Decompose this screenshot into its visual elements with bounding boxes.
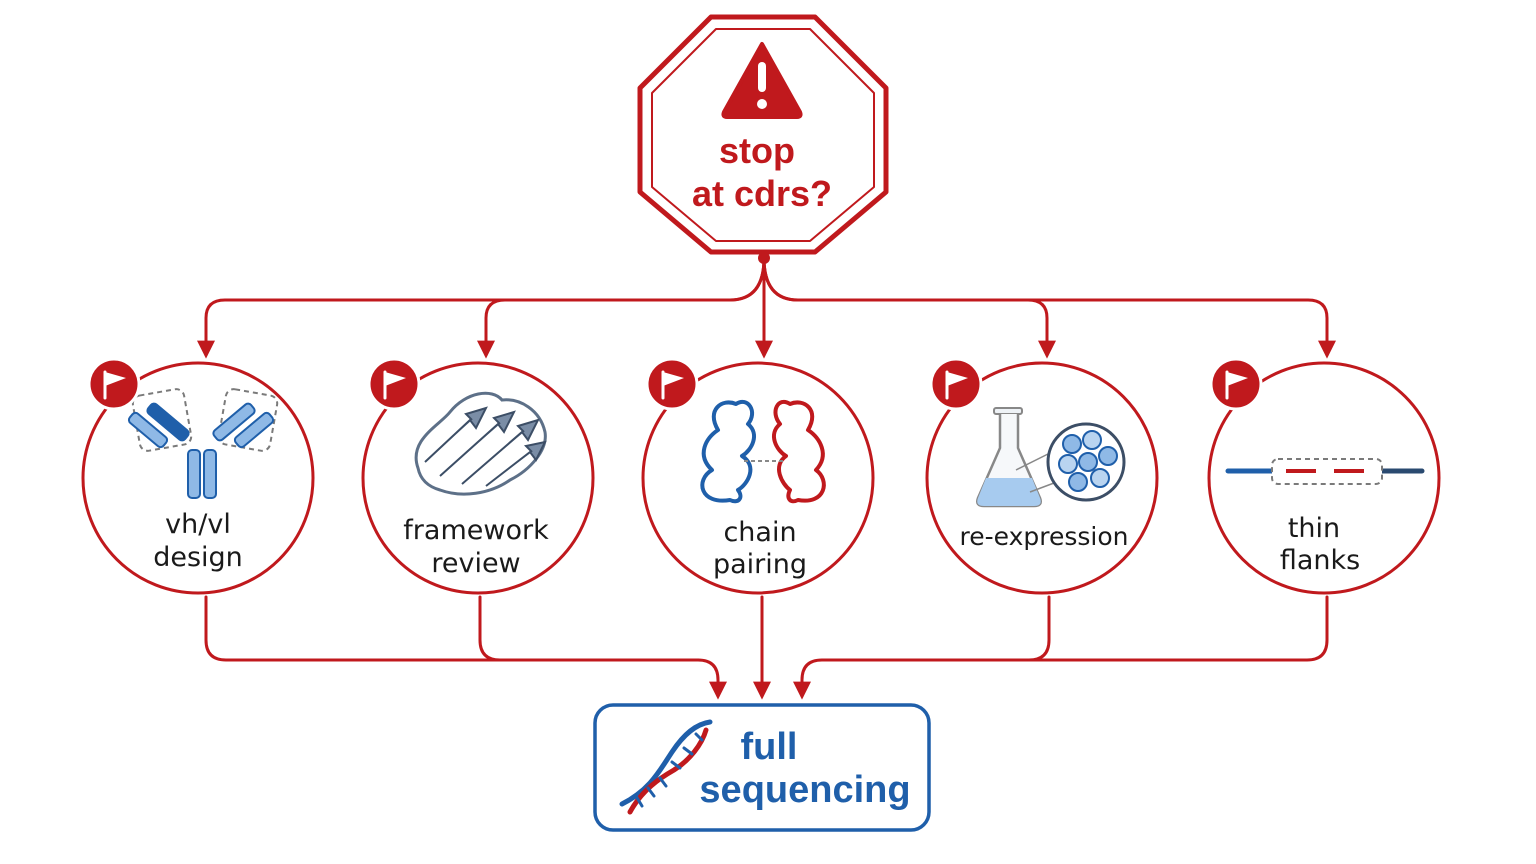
outcome-label-line1: full	[741, 726, 798, 768]
stop-octagon-outer	[637, 14, 889, 255]
node-label-line1: chain	[723, 517, 796, 548]
node-re-expression: re-expression	[925, 361, 1159, 595]
node-label-line2: review	[431, 548, 520, 579]
flag-icon	[367, 357, 421, 411]
connector-junction-dot	[758, 252, 770, 264]
decision-stop-sign: stop at cdrs?	[637, 14, 889, 255]
merge-from-node-4	[793, 595, 1051, 700]
node-label-line1: vh/vl	[165, 509, 231, 540]
antibody-icon	[127, 388, 279, 499]
node-label-line1: framework	[403, 515, 549, 546]
node-circle	[925, 361, 1159, 595]
outcome-box	[593, 703, 931, 832]
merge-from-node-1	[204, 595, 727, 700]
merge-from-node-5	[1027, 595, 1329, 662]
node-framework-review: framework review	[361, 361, 595, 595]
branch-connectors	[197, 256, 1336, 359]
node-label-line2: design	[153, 542, 243, 573]
connector-to-node-5	[762, 256, 1336, 359]
node-label-line2: pairing	[713, 549, 807, 580]
node-thin-flanks: thin flanks	[1207, 361, 1441, 595]
stop-octagon-inner	[651, 28, 875, 242]
node-circle	[641, 361, 875, 595]
outcome-label-line2: sequencing	[699, 769, 910, 811]
node-label-line2: flanks	[1280, 545, 1360, 576]
merge-from-node-2	[478, 595, 700, 662]
connector-to-node-4	[762, 256, 1056, 359]
connector-to-node-2	[477, 256, 766, 359]
warning-triangle-icon	[721, 42, 803, 119]
node-label-line1: thin	[1288, 513, 1340, 544]
flag-icon	[1209, 357, 1263, 411]
node-label-line1: re-expression	[960, 522, 1129, 551]
paired-chains-icon	[700, 400, 826, 504]
sequence-flanks-icon	[1225, 458, 1425, 485]
decision-label-line2: at cdrs?	[692, 173, 832, 214]
merge-connectors	[204, 595, 1329, 700]
flag-icon	[929, 357, 983, 411]
decision-label-line1: stop	[719, 130, 795, 171]
node-vh-vl-design: vh/vl design	[81, 361, 315, 595]
flag-icon	[87, 357, 141, 411]
dna-helix-icon	[619, 719, 713, 815]
flag-badges	[87, 357, 1263, 411]
flask-and-cells-icon	[976, 407, 1126, 508]
outcome-full-sequencing: full sequencing	[593, 703, 931, 832]
flag-icon	[645, 357, 699, 411]
node-chain-pairing: chain pairing	[641, 361, 875, 595]
beta-sheet-protein-icon	[414, 391, 547, 496]
